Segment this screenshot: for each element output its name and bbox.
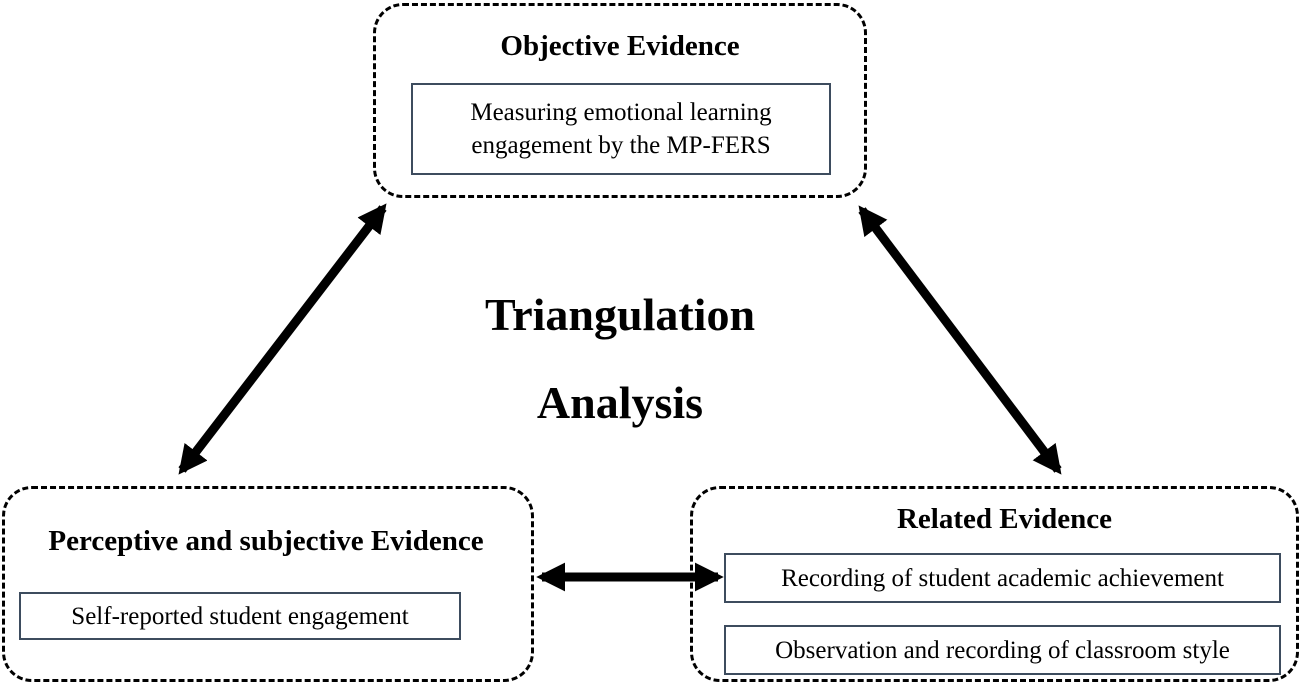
arrow-objective-perceptive — [178, 203, 387, 475]
perceptive-evidence-group: Perceptive and subjective Evidence Self-… — [2, 486, 534, 682]
related-evidence-title: Related Evidence — [896, 503, 1113, 535]
perceptive-evidence-item: Self-reported student engagement — [19, 592, 461, 640]
objective-evidence-title: Objective Evidence — [500, 30, 740, 62]
arrow-objective-related — [858, 205, 1062, 475]
center-title-line2: Analysis — [536, 377, 704, 428]
related-evidence-item: Observation and recording of classroom s… — [724, 625, 1281, 675]
related-evidence-item: Recording of student academic achievemen… — [724, 553, 1281, 603]
objective-item-line2: engagement by the MP-FERS — [471, 132, 771, 159]
perceptive-evidence-title: Perceptive and subjective Evidence — [48, 525, 484, 557]
objective-evidence-item: Measuring emotional learning engagement … — [411, 83, 831, 175]
objective-evidence-group: Objective Evidence Measuring emotional l… — [373, 3, 867, 198]
objective-item-line1: Measuring emotional learning — [470, 99, 772, 126]
related-evidence-group: Related Evidence Recording of student ac… — [690, 486, 1299, 682]
center-title-line1: Triangulation — [484, 289, 756, 340]
